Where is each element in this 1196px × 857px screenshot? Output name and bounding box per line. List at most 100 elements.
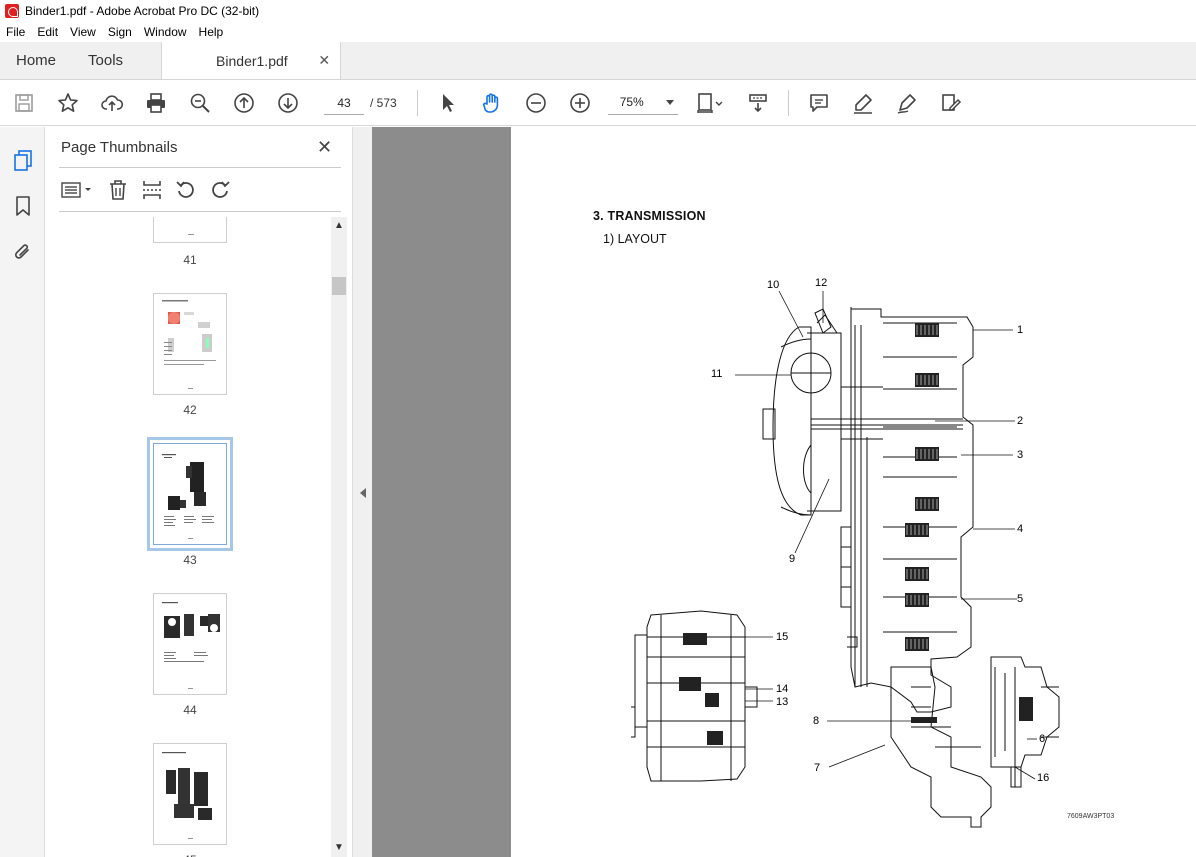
- rotate-right-icon: [212, 181, 230, 198]
- bookmarks-tab[interactable]: [0, 183, 45, 229]
- panel-close-icon[interactable]: ✕: [317, 137, 333, 157]
- star-icon: [58, 92, 78, 112]
- tab-document[interactable]: Binder1.pdf ✕: [161, 42, 342, 79]
- highlighter-pen-icon: [853, 93, 872, 114]
- rotate-clockwise-button[interactable]: [209, 179, 231, 201]
- menu-help[interactable]: Help: [198, 25, 224, 39]
- comment-icon: [809, 93, 828, 112]
- insert-page-icon: [143, 181, 161, 199]
- toolbar-divider: [416, 89, 418, 116]
- rotate-counterclockwise-button[interactable]: [175, 179, 197, 201]
- collapse-panel-icon[interactable]: [360, 488, 366, 498]
- insert-pages-button[interactable]: [141, 179, 163, 201]
- callout-2: 2: [1017, 415, 1024, 427]
- callout-8: 8: [813, 715, 820, 727]
- fit-page-icon: [697, 92, 723, 113]
- highlight-button[interactable]: [847, 87, 879, 119]
- zoom-out-button[interactable]: [520, 87, 552, 119]
- save-button[interactable]: [8, 87, 40, 119]
- printer-icon: [147, 92, 165, 113]
- thumbnail-tools: [59, 175, 243, 205]
- tab-tools[interactable]: Tools: [88, 52, 124, 69]
- thumbnail-panel: Page Thumbnails ✕ 41: [45, 127, 352, 857]
- arrow-down-circle-icon: [278, 92, 298, 113]
- panel-splitter[interactable]: [352, 127, 372, 857]
- delete-page-button[interactable]: [107, 179, 129, 201]
- thumbnail-page-45[interactable]: [153, 743, 227, 845]
- menu-file[interactable]: File: [6, 25, 26, 39]
- thumbnail-label: 45: [153, 853, 227, 857]
- thumbnail-page-43[interactable]: [147, 437, 233, 551]
- tab-document-label: Binder1.pdf: [216, 52, 288, 69]
- callout-11: 11: [711, 368, 723, 380]
- scrollbar-thumb[interactable]: [332, 277, 346, 295]
- panel-title: Page Thumbnails: [61, 139, 178, 156]
- thumbnail-label: 43: [183, 553, 197, 567]
- menu-bar: File Edit View Sign Window Help: [0, 22, 1196, 42]
- scrolling-mode-button[interactable]: [742, 87, 774, 119]
- acrobat-app-icon: [5, 4, 19, 18]
- menu-view[interactable]: View: [70, 25, 96, 39]
- next-page-button[interactable]: [272, 87, 304, 119]
- page-thumbnails-tab[interactable]: [0, 137, 45, 183]
- thumbnail-list: 41 42: [59, 217, 329, 857]
- section-subheading: 1) LAYOUT: [603, 232, 667, 246]
- thumbnail-preview: [162, 300, 216, 389]
- fill-sign-button[interactable]: [935, 87, 967, 119]
- draw-button[interactable]: [891, 87, 923, 119]
- arrow-up-circle-icon: [234, 92, 254, 113]
- section-heading: 3. TRANSMISSION: [593, 209, 706, 223]
- page-number-input[interactable]: 43: [324, 91, 364, 115]
- thumbnail-page-41[interactable]: [153, 217, 227, 243]
- thumbnail-page-44[interactable]: [153, 593, 227, 695]
- document-viewer[interactable]: 3. TRANSMISSION 1) LAYOUT: [372, 127, 1196, 857]
- thumbnail-preview: [162, 602, 220, 689]
- zoom-in-button[interactable]: [564, 87, 596, 119]
- menu-sign[interactable]: Sign: [107, 25, 132, 39]
- list-options-icon: [61, 182, 91, 198]
- callout-14: 14: [776, 683, 789, 695]
- callout-7: 7: [814, 762, 821, 774]
- thumbnail-scrollbar[interactable]: ▲ ▼: [331, 217, 347, 857]
- navigation-rail: [0, 127, 45, 857]
- transmission-layout-drawing: [631, 290, 1060, 828]
- minus-circle-icon: [525, 92, 546, 113]
- page-fit-button[interactable]: [690, 87, 730, 119]
- thumbnail-page-42[interactable]: [153, 293, 227, 395]
- trash-icon: [110, 180, 126, 200]
- window-title: Binder1.pdf - Adobe Acrobat Pro DC (32-b…: [25, 4, 260, 18]
- cursor-arrow-icon: [442, 93, 454, 112]
- attachments-tab[interactable]: [0, 229, 45, 275]
- comment-button[interactable]: [803, 87, 835, 119]
- callout-15: 15: [776, 631, 789, 643]
- previous-page-button[interactable]: [228, 87, 260, 119]
- pdf-page: 3. TRANSMISSION 1) LAYOUT: [511, 127, 1196, 857]
- callout-10: 10: [767, 279, 780, 291]
- scroll-down-icon[interactable]: ▼: [334, 842, 344, 853]
- thumbnail-label: 41: [183, 253, 197, 267]
- menu-edit[interactable]: Edit: [37, 25, 59, 39]
- callout-5: 5: [1017, 593, 1024, 605]
- sign-document-icon: [941, 93, 961, 111]
- figure-code: 7609AW3PT03: [1067, 813, 1115, 820]
- save-icon: [15, 93, 33, 112]
- share-button[interactable]: [96, 87, 128, 119]
- tab-close-icon[interactable]: ✕: [318, 52, 331, 68]
- scroll-up-icon[interactable]: ▲: [334, 220, 344, 231]
- select-tool-button[interactable]: [432, 87, 464, 119]
- panel-divider: [59, 167, 341, 168]
- options-menu-button[interactable]: [59, 179, 95, 201]
- panel-divider: [59, 211, 341, 212]
- bookmark-star-button[interactable]: [52, 87, 84, 119]
- zoom-dropdown[interactable]: 75%: [607, 91, 678, 115]
- magnifier-minus-icon: [190, 93, 210, 113]
- tab-home[interactable]: Home: [16, 52, 57, 69]
- rotate-left-icon: [176, 181, 194, 198]
- hand-tool-button[interactable]: [476, 87, 508, 119]
- page-total: / 573: [370, 95, 397, 110]
- find-button[interactable]: [184, 87, 216, 119]
- thumbnail-label: 44: [183, 703, 197, 717]
- print-button[interactable]: [140, 87, 172, 119]
- callout-3: 3: [1017, 449, 1024, 461]
- menu-window[interactable]: Window: [143, 25, 187, 39]
